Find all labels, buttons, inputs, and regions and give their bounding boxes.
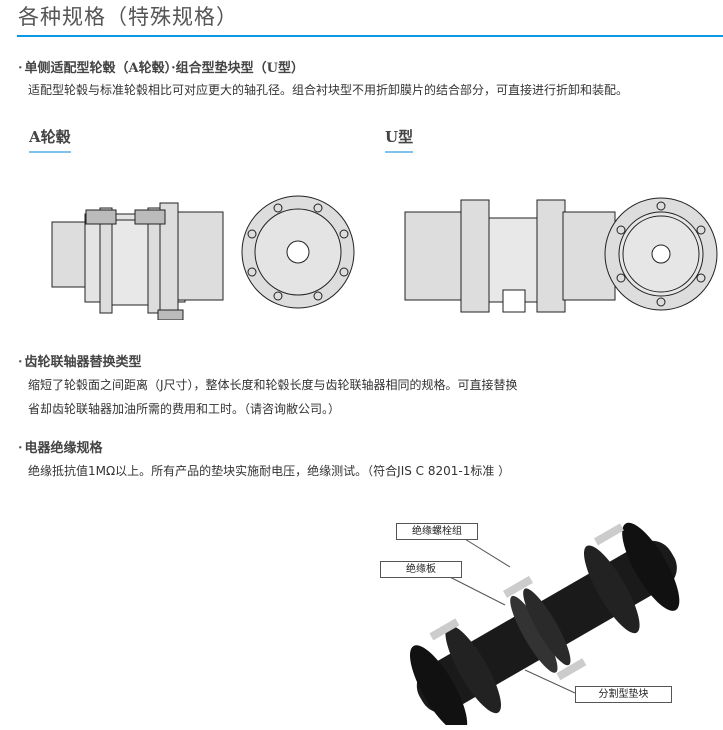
section-heading-electrical-insulation: ·电器绝缘规格 (18, 437, 103, 456)
bullet: · (18, 61, 23, 76)
figure-label-u-type: U型 (385, 126, 414, 153)
section-heading-adaptive-hub: ·单侧适配型轮毂（A轮毂）·组合型垫块型（U型） (18, 57, 304, 76)
label-underline (385, 151, 414, 153)
figure-label-text: U型 (385, 128, 414, 146)
page-title: 各种规格（特殊规格） (18, 5, 238, 29)
callout-split-spacer: 分割型垫块 (575, 686, 672, 703)
insulated-coupling-3d-image (409, 522, 680, 725)
figure-label-a-hub: A轮毂 (29, 126, 71, 153)
section-heading-gear-replacement: ·齿轮联轴器替换类型 (18, 351, 142, 370)
section-paragraph: 绝缘抵抗值1MΩ以上。所有产品的垫块实施耐电压，绝缘测试。（符合JIS C 82… (28, 464, 511, 478)
title-divider (17, 35, 723, 37)
figure-label-text: A轮毂 (29, 128, 71, 146)
section-heading-text: 齿轮联轴器替换类型 (24, 355, 142, 370)
section-heading-text: 电器绝缘规格 (24, 441, 103, 456)
bullet: · (18, 355, 23, 370)
section-heading-text: 单侧适配型轮毂（A轮毂）·组合型垫块型（U型） (24, 61, 304, 76)
label-underline (29, 151, 71, 153)
section-paragraph: 缩短了轮毂面之间距离（J尺寸），整体长度和轮毂长度与齿轮联轴器相同的规格。可直接… (28, 378, 518, 392)
callout-insulated-bolt-set: 绝缘螺栓组 (396, 523, 478, 540)
section-paragraph: 省却齿轮联轴器加油所需的费用和工时。（请咨询敝公司。） (28, 402, 341, 416)
bullet: · (18, 441, 23, 456)
u-type-drawing (404, 197, 718, 313)
callout-insulation-plate: 绝缘板 (380, 561, 462, 578)
a-hub-drawing (51, 195, 355, 320)
section-paragraph: 适配型轮毂与标准轮毂相比可对应更大的轴孔径。组合衬块型不用折卸膜片的结合部分，可… (28, 83, 629, 97)
